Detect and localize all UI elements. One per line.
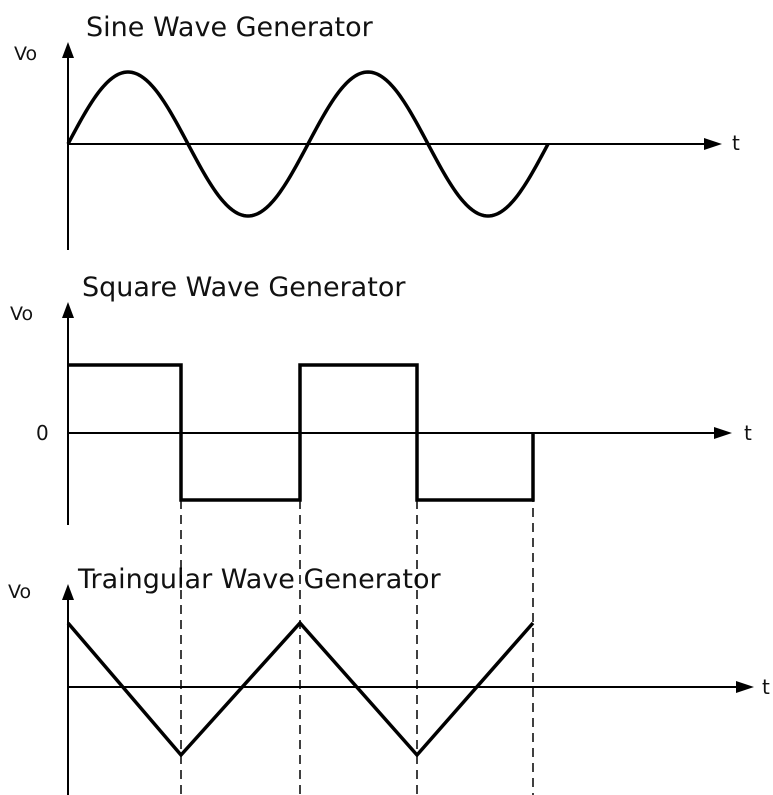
square-waveform bbox=[68, 363, 535, 502]
square-y-axis-arrow bbox=[62, 302, 74, 318]
square-panel-title: Square Wave Generator bbox=[82, 272, 406, 303]
sine-waveform bbox=[66, 70, 550, 218]
triangle-x-axis-arrow bbox=[736, 681, 754, 693]
sine-y-axis-arrow bbox=[62, 42, 74, 58]
sine-x-axis-arrow bbox=[704, 138, 722, 150]
sine-panel-title: Sine Wave Generator bbox=[86, 12, 374, 43]
square-zero-label: 0 bbox=[36, 421, 49, 445]
triangle-panel: Traingular Wave Generator Vo t bbox=[8, 564, 770, 795]
square-x-axis-arrow bbox=[714, 427, 732, 439]
triangle-y-axis-label: Vo bbox=[8, 581, 31, 603]
sine-y-axis-label: Vo bbox=[14, 43, 37, 65]
triangle-panel-title: Traingular Wave Generator bbox=[77, 564, 441, 595]
sine-panel: Sine Wave Generator Vo t bbox=[14, 12, 740, 250]
sine-x-axis-label: t bbox=[732, 131, 740, 155]
triangle-x-axis-label: t bbox=[762, 675, 770, 699]
square-x-axis-label: t bbox=[744, 421, 752, 445]
square-panel: Square Wave Generator Vo 0 t bbox=[10, 272, 752, 525]
triangle-y-axis-arrow bbox=[62, 584, 74, 600]
square-y-axis-label: Vo bbox=[10, 303, 33, 325]
alignment-guides bbox=[180, 433, 534, 795]
